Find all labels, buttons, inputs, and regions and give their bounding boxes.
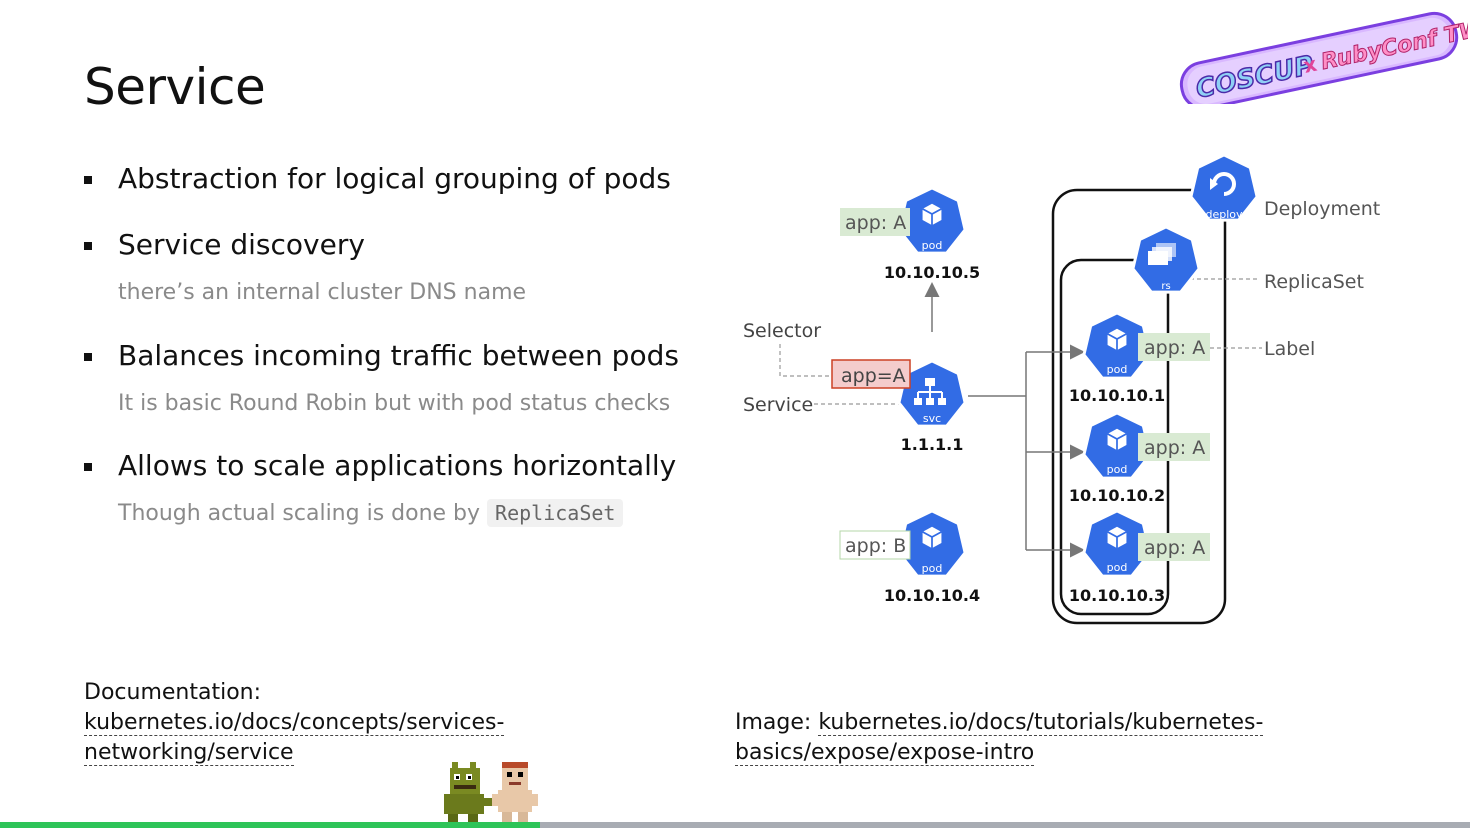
svg-text:svc: svc xyxy=(923,412,941,425)
bullet-subtext: It is basic Round Robin but with pod sta… xyxy=(118,391,671,416)
pod-label-box xyxy=(1138,533,1210,561)
bullet-text: Service discovery xyxy=(118,228,365,261)
service-ip: 1.1.1.1 xyxy=(901,435,964,454)
documentation-link-line[interactable]: networking/service xyxy=(84,740,294,766)
pod-icon: pod xyxy=(897,510,967,578)
svg-text:pod: pod xyxy=(1107,561,1128,574)
svc-icon: svc xyxy=(897,360,967,428)
bullet-marker xyxy=(84,353,92,361)
documentation-link-line[interactable]: kubernetes.io/docs/concepts/services- xyxy=(84,710,505,736)
pod-ip: 10.10.10.2 xyxy=(1069,486,1165,505)
pod-label-box xyxy=(1138,433,1210,461)
service-arrows xyxy=(924,282,1085,558)
mascot-illustration xyxy=(444,762,538,826)
pod-label: app: A xyxy=(1144,437,1205,459)
bullet-marker xyxy=(84,242,92,250)
bullet-subtext: Though actual scaling is done by Replica… xyxy=(118,499,624,527)
pod-label: app: B xyxy=(845,535,906,557)
pod-ip: 10.10.10.3 xyxy=(1069,586,1165,605)
documentation-reference: Documentation: kubernetes.io/docs/concep… xyxy=(84,678,505,768)
pod-icon: pod xyxy=(1082,312,1152,380)
bullet-marker xyxy=(84,463,92,471)
svg-text:pod: pod xyxy=(922,239,943,252)
documentation-label: Documentation: xyxy=(84,680,262,705)
pod-icon: pod xyxy=(1082,510,1152,578)
service-label: Service xyxy=(743,394,813,416)
pod-icon: pod xyxy=(1082,412,1152,480)
progress-bar-remaining xyxy=(540,822,1470,828)
pod-label-box xyxy=(840,208,910,236)
service-diagram: pod app: A 10.10.10.5 svc 1.1.1.1 Select… xyxy=(743,154,1380,625)
pod-label-box xyxy=(1138,333,1210,361)
svg-text:pod: pod xyxy=(1107,463,1128,476)
deployment-box xyxy=(1051,188,1227,625)
image-link-line[interactable]: kubernetes.io/docs/tutorials/kubernetes- xyxy=(818,710,1264,736)
pod-label: app: A xyxy=(1144,537,1205,559)
image-reference: Image: kubernetes.io/docs/tutorials/kube… xyxy=(735,708,1264,768)
selector-value: app=A xyxy=(841,365,906,387)
callout-lines xyxy=(779,278,1262,405)
conference-logo: COSCUP x RubyConf TW xyxy=(1179,11,1468,104)
pod-ip: 10.10.10.4 xyxy=(884,586,980,605)
replicaset-label: ReplicaSet xyxy=(1264,271,1364,293)
documentation-link[interactable]: kubernetes.io/docs/concepts/services- ne… xyxy=(84,708,505,768)
selector-box xyxy=(831,359,911,389)
deployment-label: Deployment xyxy=(1264,198,1380,220)
rs-icon: rs xyxy=(1131,226,1201,294)
bullet-subtext: there’s an internal cluster DNS name xyxy=(118,280,527,305)
pod-ip: 10.10.10.1 xyxy=(1069,386,1165,405)
selector-label: Selector xyxy=(743,320,821,342)
human-mascot xyxy=(492,762,538,826)
slide-title: Service xyxy=(84,58,266,116)
svg-text:x: x xyxy=(1301,52,1319,78)
bullet-text: Balances incoming traffic between pods xyxy=(118,339,679,372)
svg-text:pod: pod xyxy=(922,562,943,575)
pod-label-box xyxy=(839,530,911,560)
pod-icon: pod xyxy=(897,187,967,255)
deploy-icon: deploy xyxy=(1189,154,1259,222)
progress-bar-complete xyxy=(0,822,540,828)
bullet-text: Allows to scale applications horizontall… xyxy=(118,449,677,482)
inline-code-replicaset: ReplicaSet xyxy=(487,499,624,527)
svg-text:rs: rs xyxy=(1161,281,1170,292)
green-monster-mascot xyxy=(444,762,494,826)
image-label: Image: xyxy=(735,710,812,735)
label-label: Label xyxy=(1264,338,1315,360)
pod-label: app: A xyxy=(1144,337,1205,359)
bullet-marker xyxy=(84,176,92,184)
bullet-subtext-prefix: Though actual scaling is done by xyxy=(118,501,481,526)
image-link-line[interactable]: basics/expose/expose-intro xyxy=(735,740,1035,766)
svg-text:deploy: deploy xyxy=(1205,208,1243,221)
svg-text:pod: pod xyxy=(1107,363,1128,376)
bullet-text: Abstraction for logical grouping of pods xyxy=(118,162,671,195)
pod-ip: 10.10.10.5 xyxy=(884,263,980,282)
pod-label: app: A xyxy=(845,212,906,234)
